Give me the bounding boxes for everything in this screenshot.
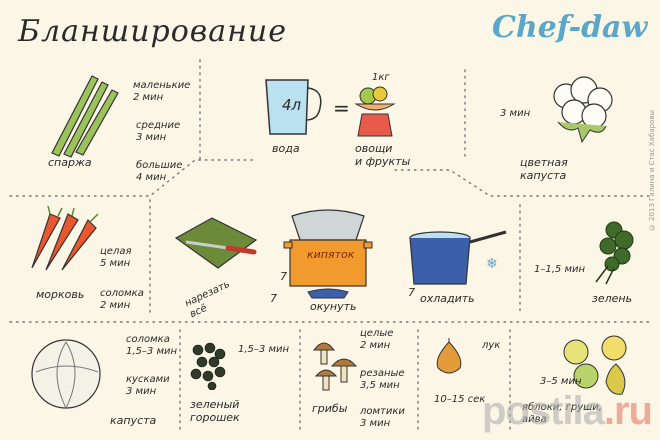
onion-time: 10–15 сек xyxy=(434,394,486,405)
carrot-label: морковь xyxy=(36,288,85,301)
step-mark: 7 xyxy=(280,270,287,283)
cauliflower-time: 3 мин xyxy=(500,108,531,119)
step-mark: 7 xyxy=(270,292,277,305)
greens-time: 1–1,5 мин xyxy=(534,264,586,275)
equals-sign: = xyxy=(333,96,350,120)
asparagus-icon xyxy=(51,75,119,158)
cold-water-pot-icon: ❄ xyxy=(409,230,507,285)
page-title: Бланширование xyxy=(18,14,287,49)
weight-label: 1кг xyxy=(372,72,390,83)
greens-label: зелень xyxy=(592,292,633,305)
water-label: вода xyxy=(272,142,300,155)
dip-label: окунуть xyxy=(310,300,357,313)
watermark: postila.ru xyxy=(481,389,653,433)
fruits-icon xyxy=(563,335,627,395)
cabbage-icon xyxy=(31,339,101,409)
boiling-pot-icon xyxy=(283,209,373,299)
step-mark: 7 xyxy=(408,286,415,299)
brand-logo: Chef-daw xyxy=(492,10,648,45)
pot-label: кипяток xyxy=(307,248,355,261)
cool-label: охладить xyxy=(420,292,475,305)
onion-icon xyxy=(436,338,462,374)
peas-icon xyxy=(190,342,226,390)
onion-label: лук xyxy=(482,340,501,351)
carrot-icon xyxy=(31,205,99,271)
scale-with-vegetables-icon xyxy=(354,86,396,137)
measuring-jug-icon xyxy=(265,79,322,135)
mushrooms-label: грибы xyxy=(312,402,348,415)
cabbage-label: капуста xyxy=(110,414,157,427)
water-volume: 4л xyxy=(282,96,302,114)
greens-icon xyxy=(595,221,634,285)
peas-time: 1,5–3 мин xyxy=(238,344,290,355)
mushrooms-icon xyxy=(313,342,358,391)
cutting-board-icon xyxy=(174,217,258,269)
cauliflower-icon xyxy=(553,76,613,144)
fruits-time: 3–5 мин xyxy=(540,376,582,387)
asparagus-label: спаржа xyxy=(48,156,92,169)
svg-text:❄: ❄ xyxy=(486,256,498,272)
fruits-label: яблоки, груши,айва xyxy=(522,402,602,425)
